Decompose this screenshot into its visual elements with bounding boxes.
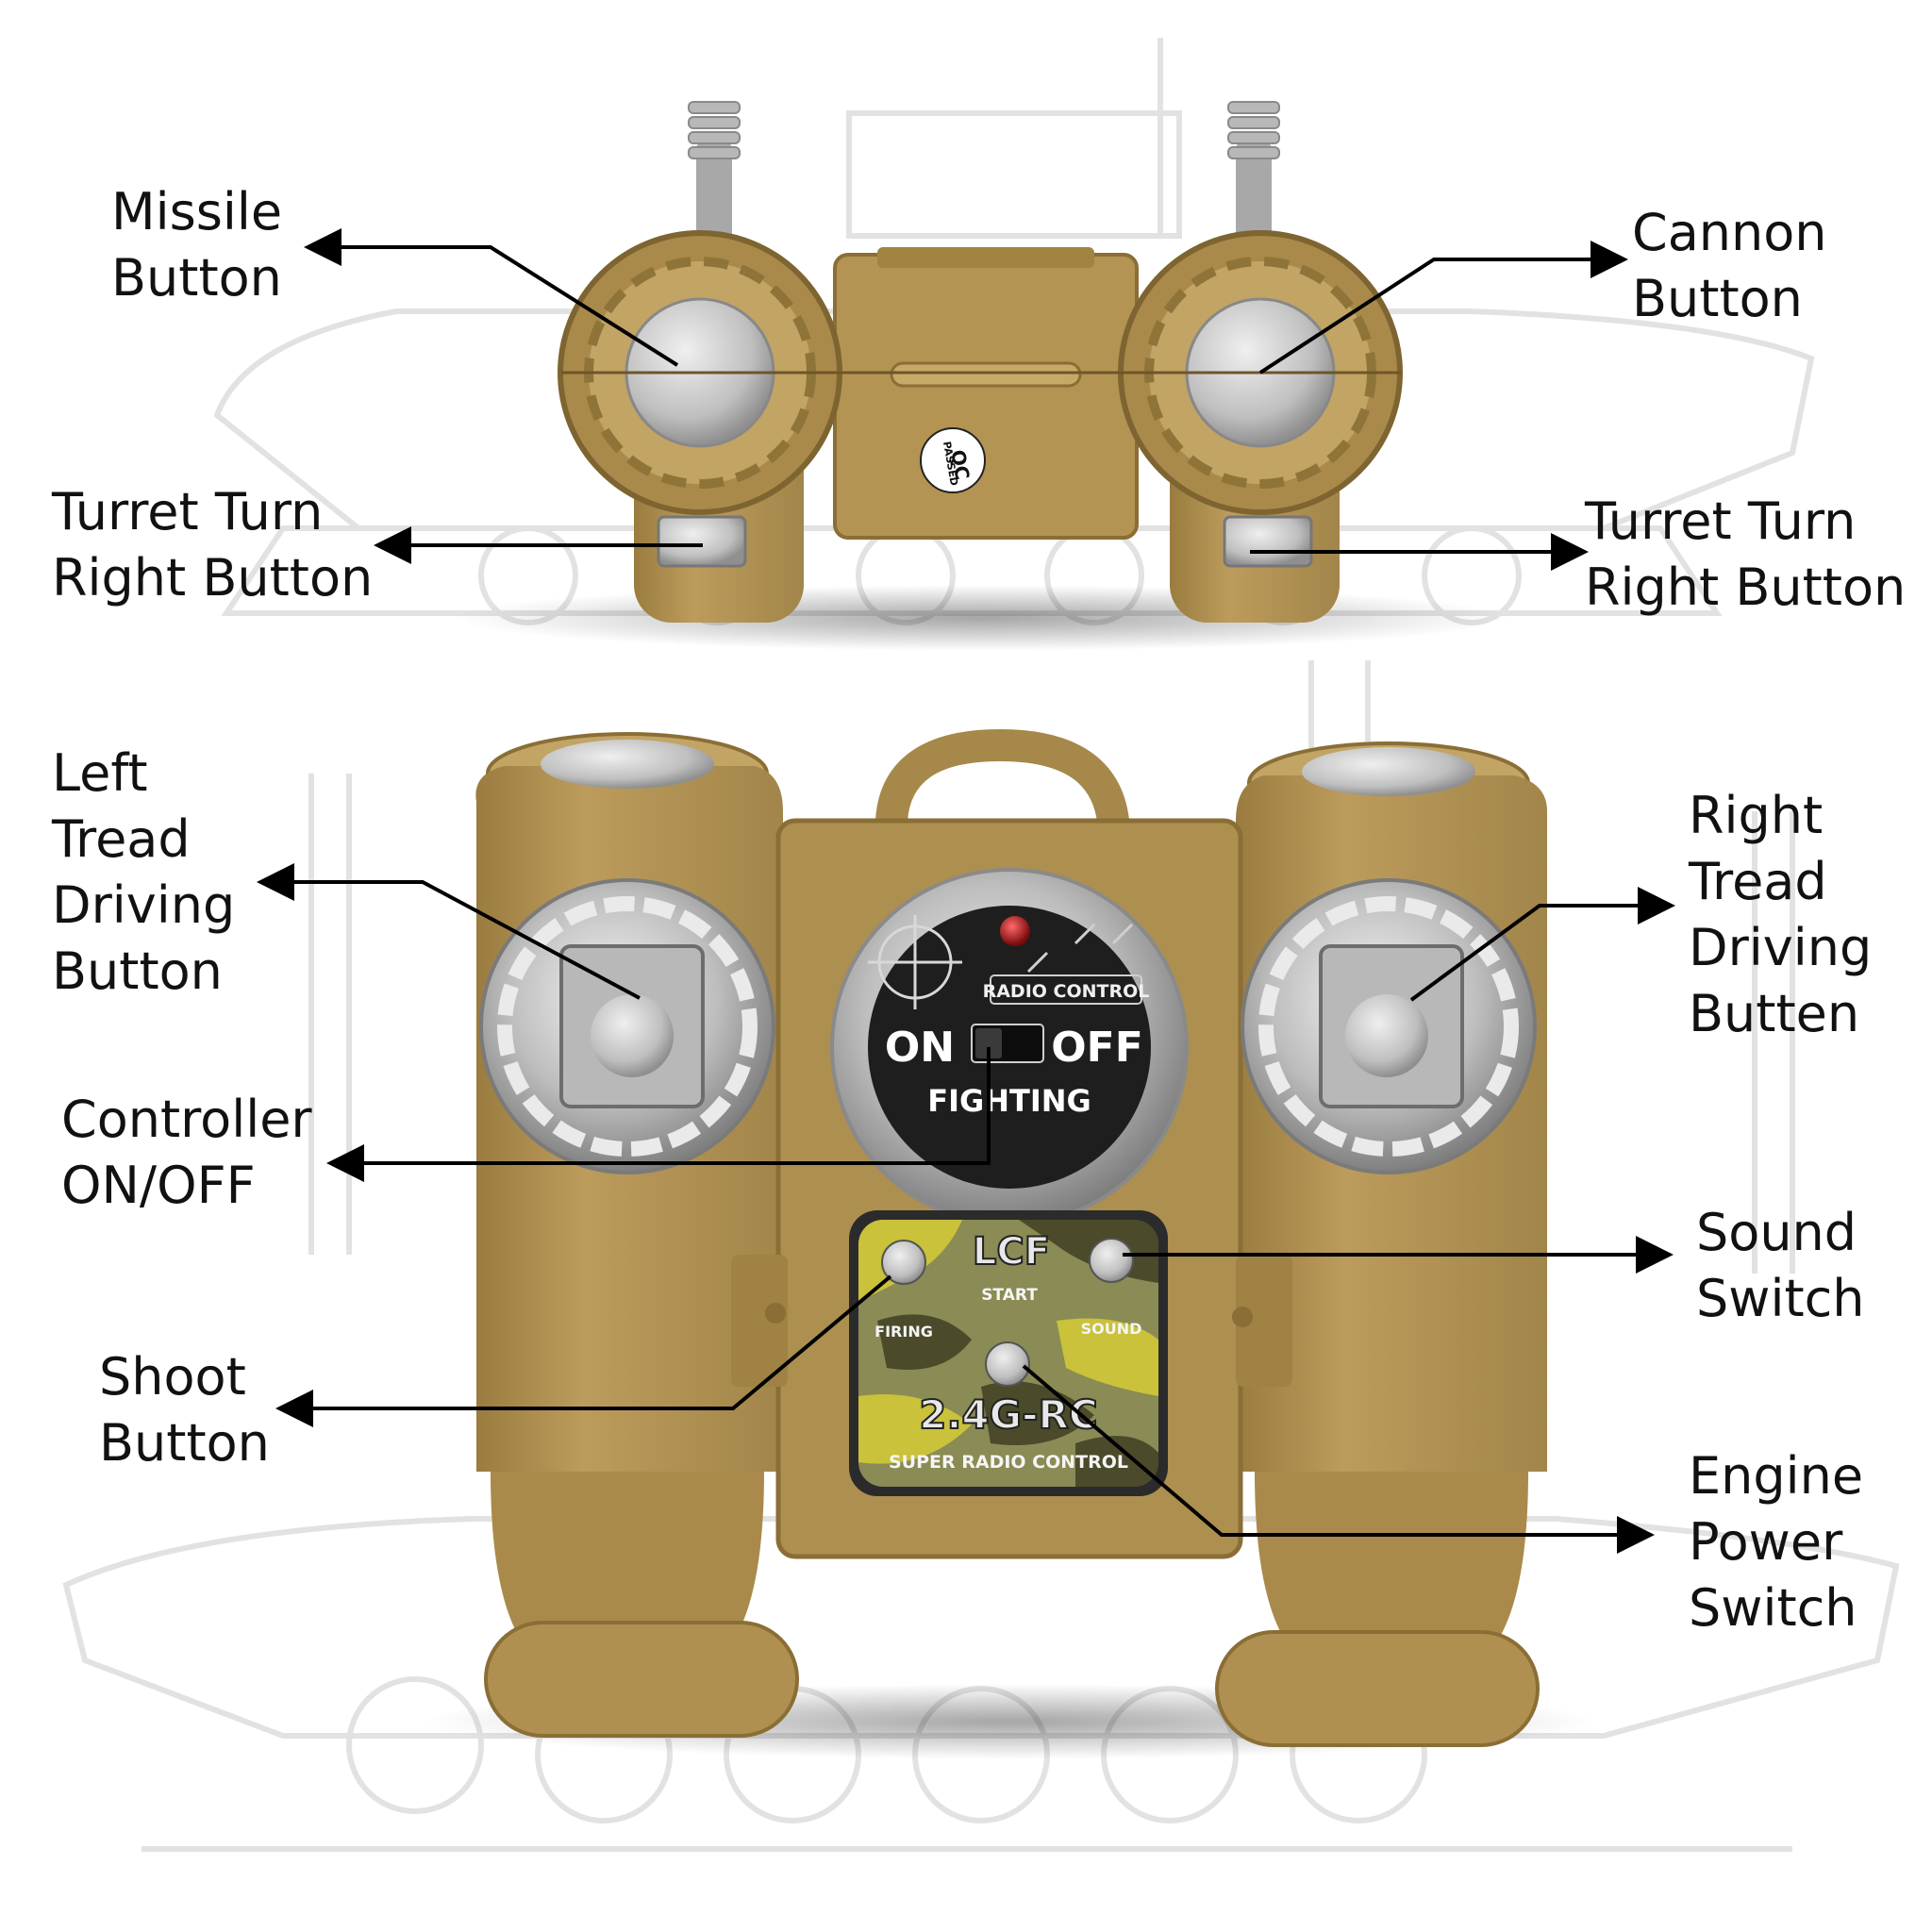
controller-top-view: QC PASSED (453, 101, 1509, 651)
controller-front-view: RADIO CONTROL ON OFF FIGHTING LCF START … (425, 728, 1594, 1759)
super-radio-control-text: SUPER RADIO CONTROL (889, 1452, 1128, 1473)
right-tread-driving-label: Right Tread Driving Butten (1689, 786, 1873, 1043)
power-dial-panel: RADIO CONTROL ON OFF FIGHTING (830, 868, 1189, 1226)
start-text: START (981, 1286, 1038, 1305)
leader-cannon (1258, 241, 1628, 375)
engine-power-button[interactable] (985, 1341, 1030, 1387)
antenna-right (1227, 101, 1280, 245)
firing-text: FIRING (874, 1323, 933, 1341)
sound-switch-button[interactable] (1089, 1238, 1134, 1283)
off-text: OFF (1051, 1024, 1143, 1072)
antenna-left (688, 101, 741, 245)
radio-control-text: RADIO CONTROL (983, 981, 1150, 1002)
brand-text: LCF (973, 1230, 1050, 1274)
shoot-button[interactable] (881, 1240, 926, 1285)
turret-turn-right-label: Turret Turn Right Button (1585, 491, 1907, 617)
leader-missile (304, 228, 679, 367)
camo-control-panel: LCF START FIRING SOUND 2.4G-RC SUPER RAD… (849, 1210, 1168, 1496)
left-tread-driving-label: Left Tread Driving Button (52, 743, 236, 1001)
left-drive-knob (479, 878, 775, 1174)
leader-shoot (275, 1274, 892, 1427)
leader-power (326, 1047, 991, 1182)
power-indicator-led (1000, 916, 1030, 946)
sound-switch-label: Sound Switch (1696, 1203, 1865, 1328)
right-drive-knob (1241, 878, 1537, 1174)
sound-text: SOUND (1081, 1320, 1142, 1338)
missile-button-label: Missile Button (111, 182, 283, 308)
callout-leader-lines (257, 228, 1675, 1554)
turret-turn-left-label: Turret Turn Right Button (52, 482, 374, 608)
qc-passed-sticker: QC PASSED (920, 427, 986, 493)
on-text: ON (885, 1024, 955, 1072)
fighting-text: FIGHTING (927, 1083, 1091, 1119)
model-text: 2.4G-RC (919, 1391, 1097, 1438)
cannon-button-label: Cannon Button (1632, 203, 1827, 328)
engine-power-switch-label: Engine Power Switch (1689, 1446, 1864, 1638)
leader-right-tread (1409, 887, 1675, 1002)
leader-engine (1022, 1364, 1655, 1554)
leader-left-tread (257, 863, 641, 1000)
qc-text: QC (946, 448, 974, 481)
shoot-button-label: Shoot Button (99, 1347, 270, 1473)
controller-on-off-label: Controller ON/OFF (61, 1090, 312, 1215)
